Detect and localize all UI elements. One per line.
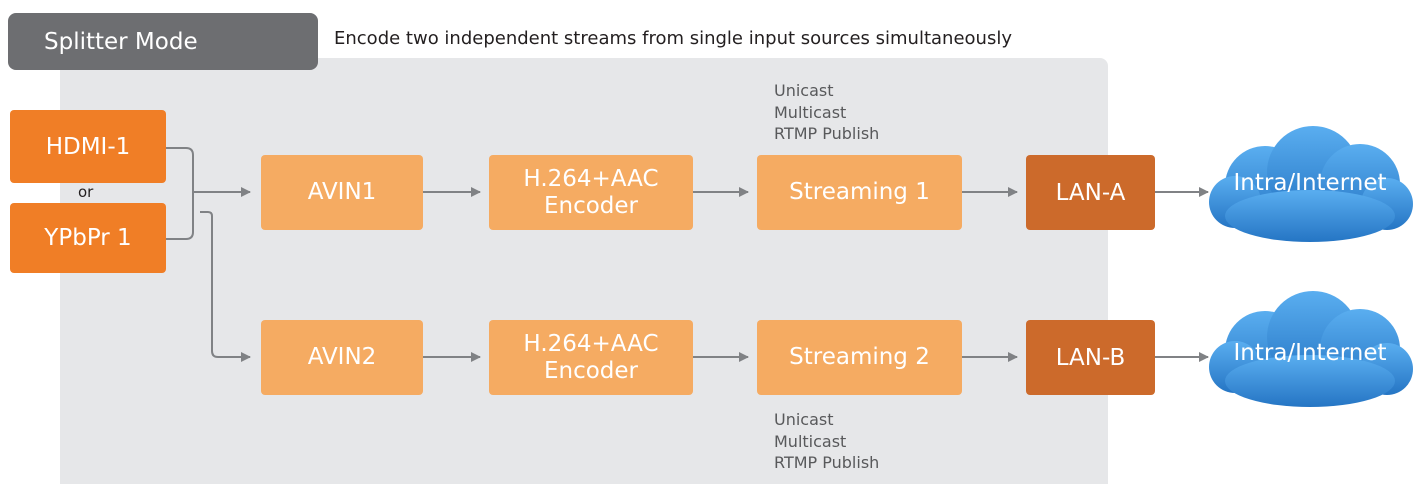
hdmi-label: HDMI-1: [45, 133, 131, 160]
avin2-label: AVIN2: [307, 344, 377, 371]
ypbpr-input-box: YPbPr 1: [10, 203, 166, 273]
encoder1-line2: Encoder: [543, 192, 639, 219]
avin1-label: AVIN1: [307, 179, 377, 206]
hdmi-input-box: HDMI-1: [10, 110, 166, 183]
streaming2-box: Streaming 2: [757, 320, 962, 395]
lan-b-box: LAN-B: [1026, 320, 1155, 395]
hdmi-connector: [166, 147, 194, 240]
encoder1-box: H.264+AAC Encoder: [489, 155, 693, 230]
cloud-internet-1: Intra/Internet: [1205, 124, 1415, 244]
streaming1-label: Streaming 1: [789, 179, 930, 206]
mode-label: Splitter Mode: [44, 28, 198, 55]
ypbpr-label: YPbPr 1: [44, 225, 132, 251]
branch-connector: [200, 211, 251, 362]
streaming2-label: Streaming 2: [789, 344, 930, 371]
encoder1-line1: H.264+AAC: [523, 166, 659, 193]
encoder2-line2: Encoder: [543, 357, 639, 384]
or-label: or: [78, 183, 94, 201]
lan-a-label: LAN-A: [1055, 179, 1126, 206]
encoder2-line1: H.264+AAC: [523, 331, 659, 358]
protocol-rtmp: RTMP Publish: [774, 453, 880, 473]
cloud-icon: [1209, 126, 1413, 242]
encoder2-box: H.264+AAC Encoder: [489, 320, 693, 395]
cloud-internet-2: Intra/Internet: [1205, 289, 1415, 409]
lan-b-label: LAN-B: [1055, 344, 1126, 371]
protocol-unicast: Unicast: [774, 410, 834, 429]
diagram-panel: [60, 58, 1108, 484]
protocol-unicast: Unicast: [774, 81, 834, 100]
cloud-icon: [1209, 291, 1413, 407]
protocols-row2: Unicast Multicast RTMP Publish: [774, 409, 879, 474]
streaming1-box: Streaming 1: [757, 155, 962, 230]
avin1-box: AVIN1: [261, 155, 423, 230]
protocol-multicast: Multicast: [774, 431, 847, 451]
mode-tab: Splitter Mode: [8, 13, 318, 70]
lan-a-box: LAN-A: [1026, 155, 1155, 230]
protocol-rtmp: RTMP Publish: [774, 124, 880, 144]
cloud-label-2: Intra/Internet: [1233, 340, 1387, 366]
subtitle: Encode two independent streams from sing…: [334, 28, 1012, 49]
protocol-multicast: Multicast: [774, 102, 847, 122]
protocols-row1: Unicast Multicast RTMP Publish: [774, 80, 879, 145]
avin2-box: AVIN2: [261, 320, 423, 395]
cloud-label-1: Intra/Internet: [1233, 170, 1387, 196]
